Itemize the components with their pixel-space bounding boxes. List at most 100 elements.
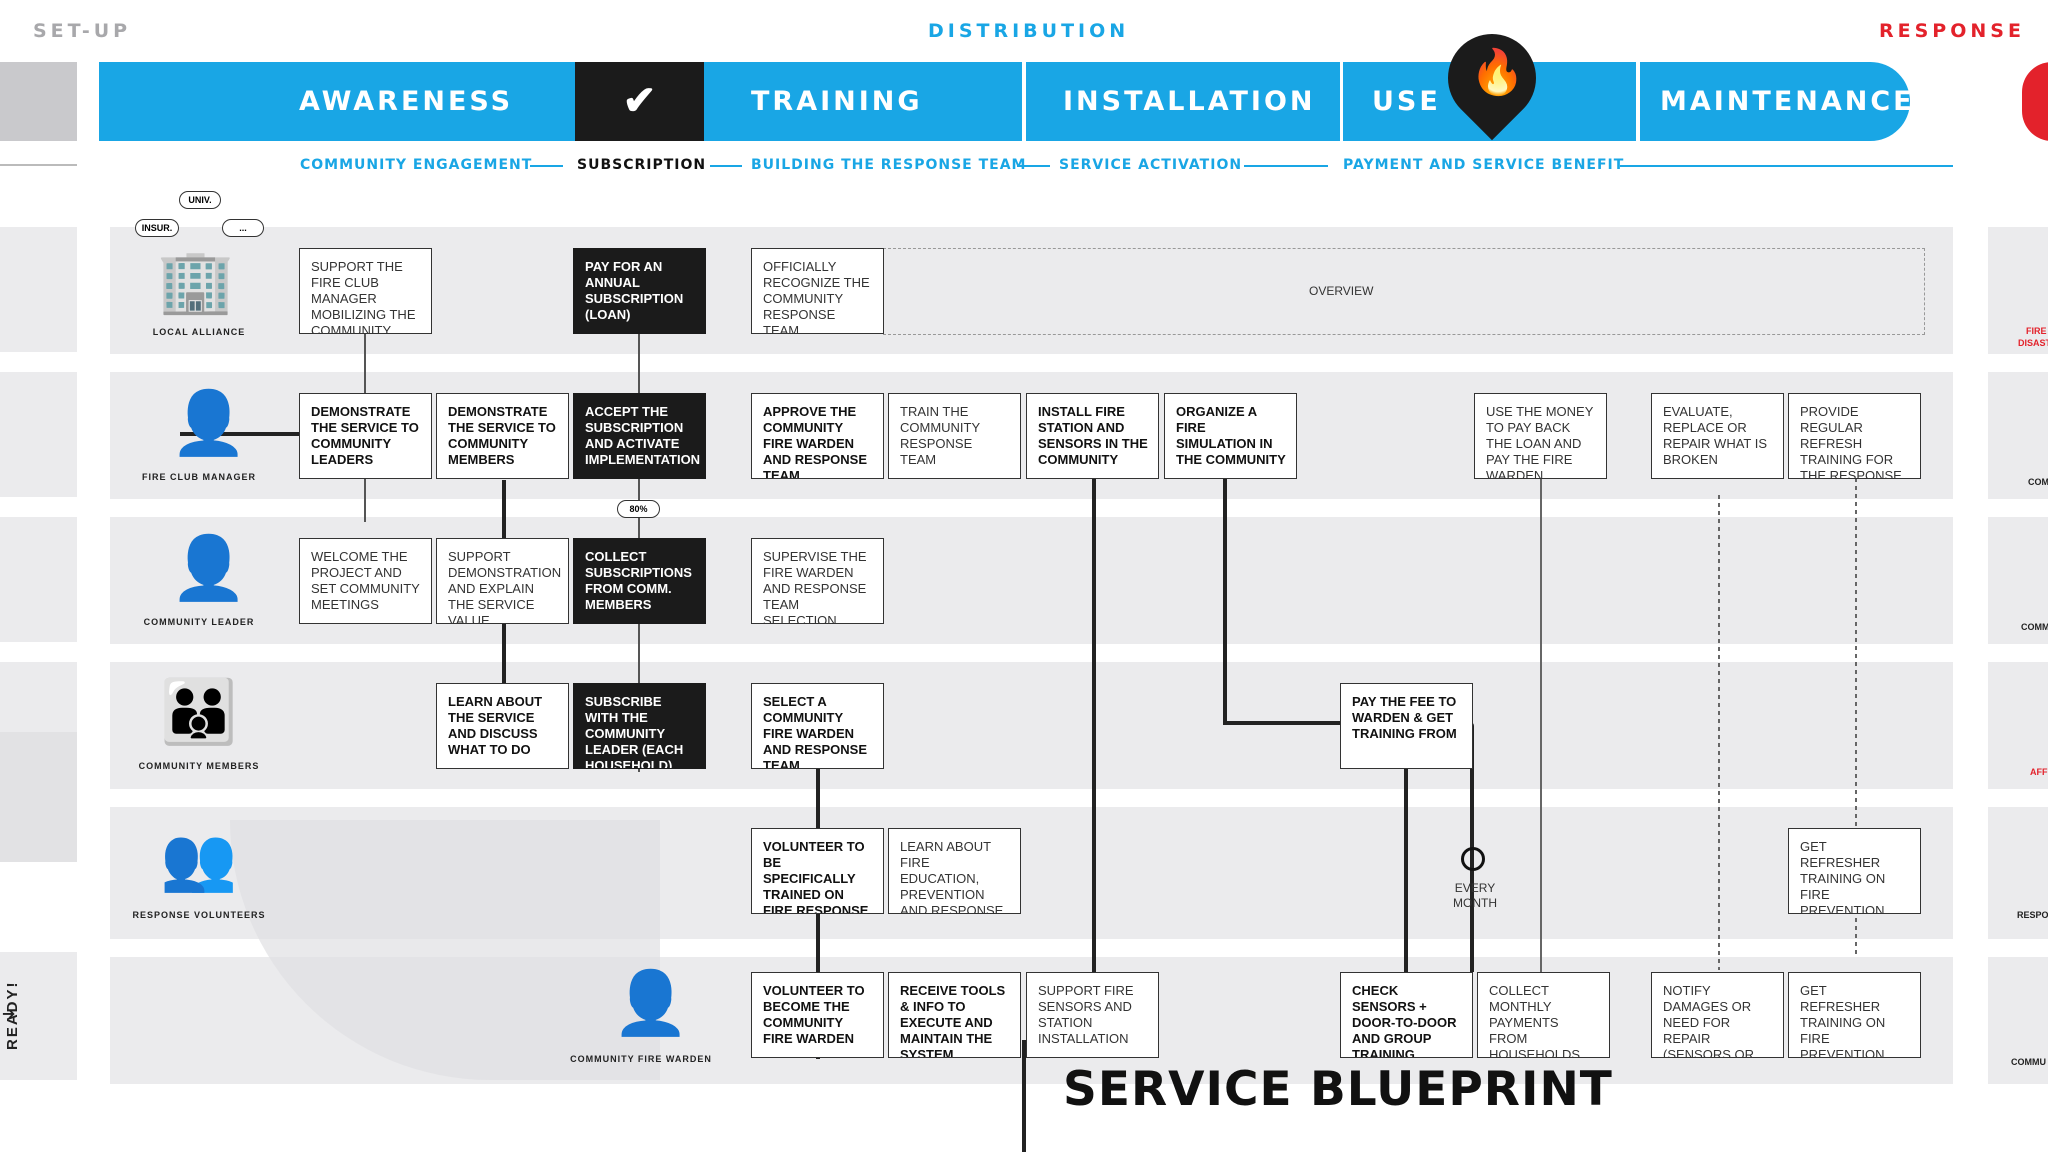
- insur-bubble: INSUR.: [135, 219, 179, 237]
- stage-label: MAINTENANCE: [1660, 86, 1915, 117]
- card: SELECT A COMMUNITY FIRE WARDEN AND RESPO…: [751, 683, 884, 769]
- local-alliance-building-icon: 🏢: [157, 247, 235, 316]
- left-edge-block: [0, 62, 77, 141]
- univ-bubble: UNIV.: [179, 191, 221, 209]
- card: COLLECT SUBSCRIPTIONS FROM COMM. MEMBERS: [573, 538, 706, 624]
- subhead-building-response-team: BUILDING THE RESPONSE TEAM: [751, 157, 1027, 173]
- card: SUPERVISE THE FIRE WARDEN AND RESPONSE T…: [751, 538, 884, 624]
- right-edge-lane: [1988, 372, 2048, 499]
- actor-label-community-members: COMMUNITY MEMBERS: [138, 761, 260, 771]
- left-edge-line: [0, 164, 77, 166]
- right-edge-label: AFF: [2030, 767, 2048, 777]
- right-edge-lane: [1988, 662, 2048, 789]
- clock-icon: [1461, 847, 1485, 871]
- subhead-subscription: SUBSCRIPTION: [577, 157, 707, 173]
- percent-badge: 80%: [617, 500, 660, 518]
- stage-label: AWARENESS: [299, 86, 514, 117]
- left-edge-lane: [0, 227, 77, 352]
- card: RECEIVE TOOLS & INFO TO EXECUTE AND MAIN…: [888, 972, 1021, 1058]
- left-edge-lane: [0, 732, 77, 862]
- right-edge-lane: [1988, 957, 2048, 1084]
- card: EVALUATE, REPLACE OR REPAIR WHAT IS BROK…: [1651, 393, 1784, 479]
- right-edge-red-tab: [2022, 62, 2048, 141]
- card: WELCOME THE PROJECT AND SET COMMUNITY ME…: [299, 538, 432, 624]
- page-title: SERVICE BLUEPRINT: [1063, 1062, 1613, 1117]
- card: VOLUNTEER TO BE SPECIFICALLY TRAINED ON …: [751, 828, 884, 914]
- right-edge-label: COM: [2028, 477, 2048, 487]
- subhead-service-activation: SERVICE ACTIVATION: [1059, 157, 1243, 173]
- card: PAY THE FEE TO WARDEN & GET TRAINING FRO…: [1340, 683, 1473, 769]
- card: VOLUNTEER TO BECOME THE COMMUNITY FIRE W…: [751, 972, 884, 1058]
- card: SUPPORT DEMONSTRATION AND EXPLAIN THE SE…: [436, 538, 569, 624]
- card: DEMONSTRATE THE SERVICE TO COMMUNITY LEA…: [299, 393, 432, 479]
- lane-community-members: [110, 662, 1953, 789]
- card: TRAIN THE COMMUNITY RESPONSE TEAM: [888, 393, 1021, 479]
- right-edge-label: COMMU: [2011, 1057, 2046, 1067]
- card: ORGANIZE A FIRE SIMULATION IN THE COMMUN…: [1164, 393, 1297, 479]
- card: PROVIDE REGULAR REFRESH TRAINING FOR THE…: [1788, 393, 1921, 479]
- stage-label: TRAINING: [751, 86, 923, 117]
- card: GET REFRESHER TRAINING ON FIRE PREVENTIO…: [1788, 972, 1921, 1058]
- right-edge-label: COMM: [2021, 622, 2048, 632]
- phase-setup: SET-UP: [33, 20, 132, 42]
- right-edge-lane: [1988, 517, 2048, 644]
- card: ACCEPT THE SUBSCRIPTION AND ACTIVATE IMP…: [573, 393, 706, 479]
- more-bubble: ...: [222, 219, 264, 237]
- overview-label: OVERVIEW: [1309, 284, 1374, 298]
- card: INSTALL FIRE STATION AND SENSORS IN THE …: [1026, 393, 1159, 479]
- flame-icon: 🔥: [1470, 48, 1525, 97]
- card: APPROVE THE COMMUNITY FIRE WARDEN AND RE…: [751, 393, 884, 479]
- subhead-community-engagement: COMMUNITY ENGAGEMENT: [300, 157, 533, 173]
- fire-club-manager-icon: 👤: [170, 389, 248, 458]
- community-leader-icon: 👤: [170, 534, 248, 603]
- card: USE THE MONEY TO PAY BACK THE LOAN AND P…: [1474, 393, 1607, 479]
- connector-line: [1718, 495, 1720, 970]
- right-edge-label: FIRE: [2026, 326, 2047, 336]
- right-edge-lane: [1988, 807, 2048, 939]
- left-edge-lane: [0, 517, 77, 642]
- card: COLLECT MONTHLY PAYMENTS FROM HOUSEHOLDS: [1477, 972, 1610, 1058]
- left-edge-lane: [0, 372, 77, 497]
- connector-line: [1540, 478, 1542, 976]
- actor-label-fire-club-manager: FIRE CLUB MANAGER: [142, 472, 256, 482]
- overview-box: [883, 248, 1925, 335]
- actor-label-community-fire-warden: COMMUNITY FIRE WARDEN: [570, 1054, 712, 1064]
- connector-line: [180, 432, 300, 436]
- left-edge-lane: [0, 952, 77, 1080]
- connector-line: [1223, 721, 1343, 725]
- stage-installation: INSTALLATION: [1026, 62, 1340, 141]
- card: SUPPORT FIRE SENSORS AND STATION INSTALL…: [1026, 972, 1159, 1058]
- card: GET REFRESHER TRAINING ON FIRE PREVENTIO…: [1788, 828, 1921, 914]
- connector-line: [1022, 1040, 1026, 1152]
- actor-label-response-volunteers: RESPONSE VOLUNTEERS: [132, 910, 266, 920]
- response-volunteers-icon: 👥: [160, 825, 238, 894]
- actor-label-community-leader: COMMUNITY LEADER: [143, 617, 255, 627]
- subhead-divider: [1017, 165, 1050, 167]
- stage-training: TRAINING: [704, 62, 1022, 141]
- community-members-icon: 👪: [160, 678, 238, 747]
- card: NOTIFY DAMAGES OR NEED FOR REPAIR (SENSO…: [1651, 972, 1784, 1058]
- stage-label: INSTALLATION: [1063, 86, 1316, 117]
- phase-distribution: DISTRIBUTION: [928, 20, 1130, 42]
- phase-response: RESPONSE: [1879, 20, 2025, 42]
- card: LEARN ABOUT FIRE EDUCATION, PREVENTION A…: [888, 828, 1021, 914]
- stage-awareness: AWARENESS: [99, 62, 575, 141]
- card: SUBSCRIBE WITH THE COMMUNITY LEADER (EAC…: [573, 683, 706, 769]
- card: CHECK SENSORS + DOOR-TO-DOOR AND GROUP T…: [1340, 972, 1473, 1058]
- stage-maintenance: MAINTENANCE: [1640, 62, 1912, 141]
- subhead-divider: [530, 165, 563, 167]
- stage-label: USE: [1372, 86, 1441, 117]
- every-month-label: EVERY MONTH: [1453, 881, 1497, 910]
- right-edge-lane: [1988, 227, 2048, 354]
- card: LEARN ABOUT THE SERVICE AND DISCUSS WHAT…: [436, 683, 569, 769]
- right-edge-label: DISAST: [2018, 338, 2048, 348]
- connector-line: [1223, 478, 1227, 723]
- card: DEMONSTRATE THE SERVICE TO COMMUNITY MEM…: [436, 393, 569, 479]
- subhead-divider: [710, 165, 742, 167]
- actor-label-local-alliance: LOCAL ALLIANCE: [152, 327, 246, 337]
- subhead-divider: [1620, 165, 1953, 167]
- connector-line: [1855, 478, 1857, 958]
- subscription-checkmark-block: ✔: [575, 62, 704, 141]
- subhead-payment-service-benefit: PAYMENT AND SERVICE BENEFIT: [1343, 157, 1625, 173]
- community-fire-warden-icon: 👤: [612, 969, 690, 1038]
